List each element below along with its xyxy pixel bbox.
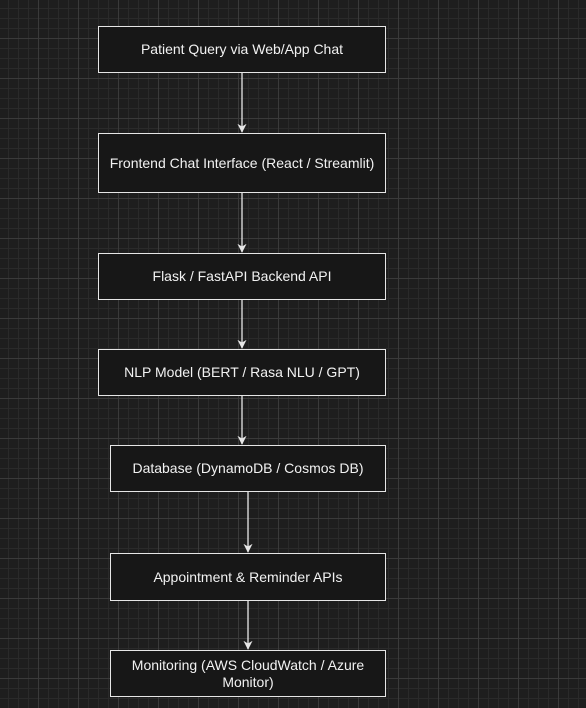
node-label: NLP Model (BERT / Rasa NLU / GPT) [124, 364, 360, 380]
node-nlp-model[interactable]: NLP Model (BERT / Rasa NLU / GPT) [98, 349, 386, 396]
node-label: Flask / FastAPI Backend API [152, 268, 332, 284]
node-label: Monitoring (AWS CloudWatch / Azure Monit… [131, 656, 365, 690]
node-appointment-apis[interactable]: Appointment & Reminder APIs [110, 553, 386, 601]
node-frontend-chat[interactable]: Frontend Chat Interface (React / Streaml… [98, 133, 386, 193]
node-label: Frontend Chat Interface (React / Streaml… [109, 154, 375, 171]
node-label: Database (DynamoDB / Cosmos DB) [132, 460, 364, 476]
node-monitoring[interactable]: Monitoring (AWS CloudWatch / Azure Monit… [110, 650, 386, 697]
node-label: Patient Query via Web/App Chat [140, 41, 344, 57]
node-patient-query[interactable]: Patient Query via Web/App Chat [98, 26, 386, 73]
node-backend-api[interactable]: Flask / FastAPI Backend API [98, 253, 386, 300]
node-database[interactable]: Database (DynamoDB / Cosmos DB) [110, 445, 386, 492]
node-label: Appointment & Reminder APIs [153, 568, 343, 585]
